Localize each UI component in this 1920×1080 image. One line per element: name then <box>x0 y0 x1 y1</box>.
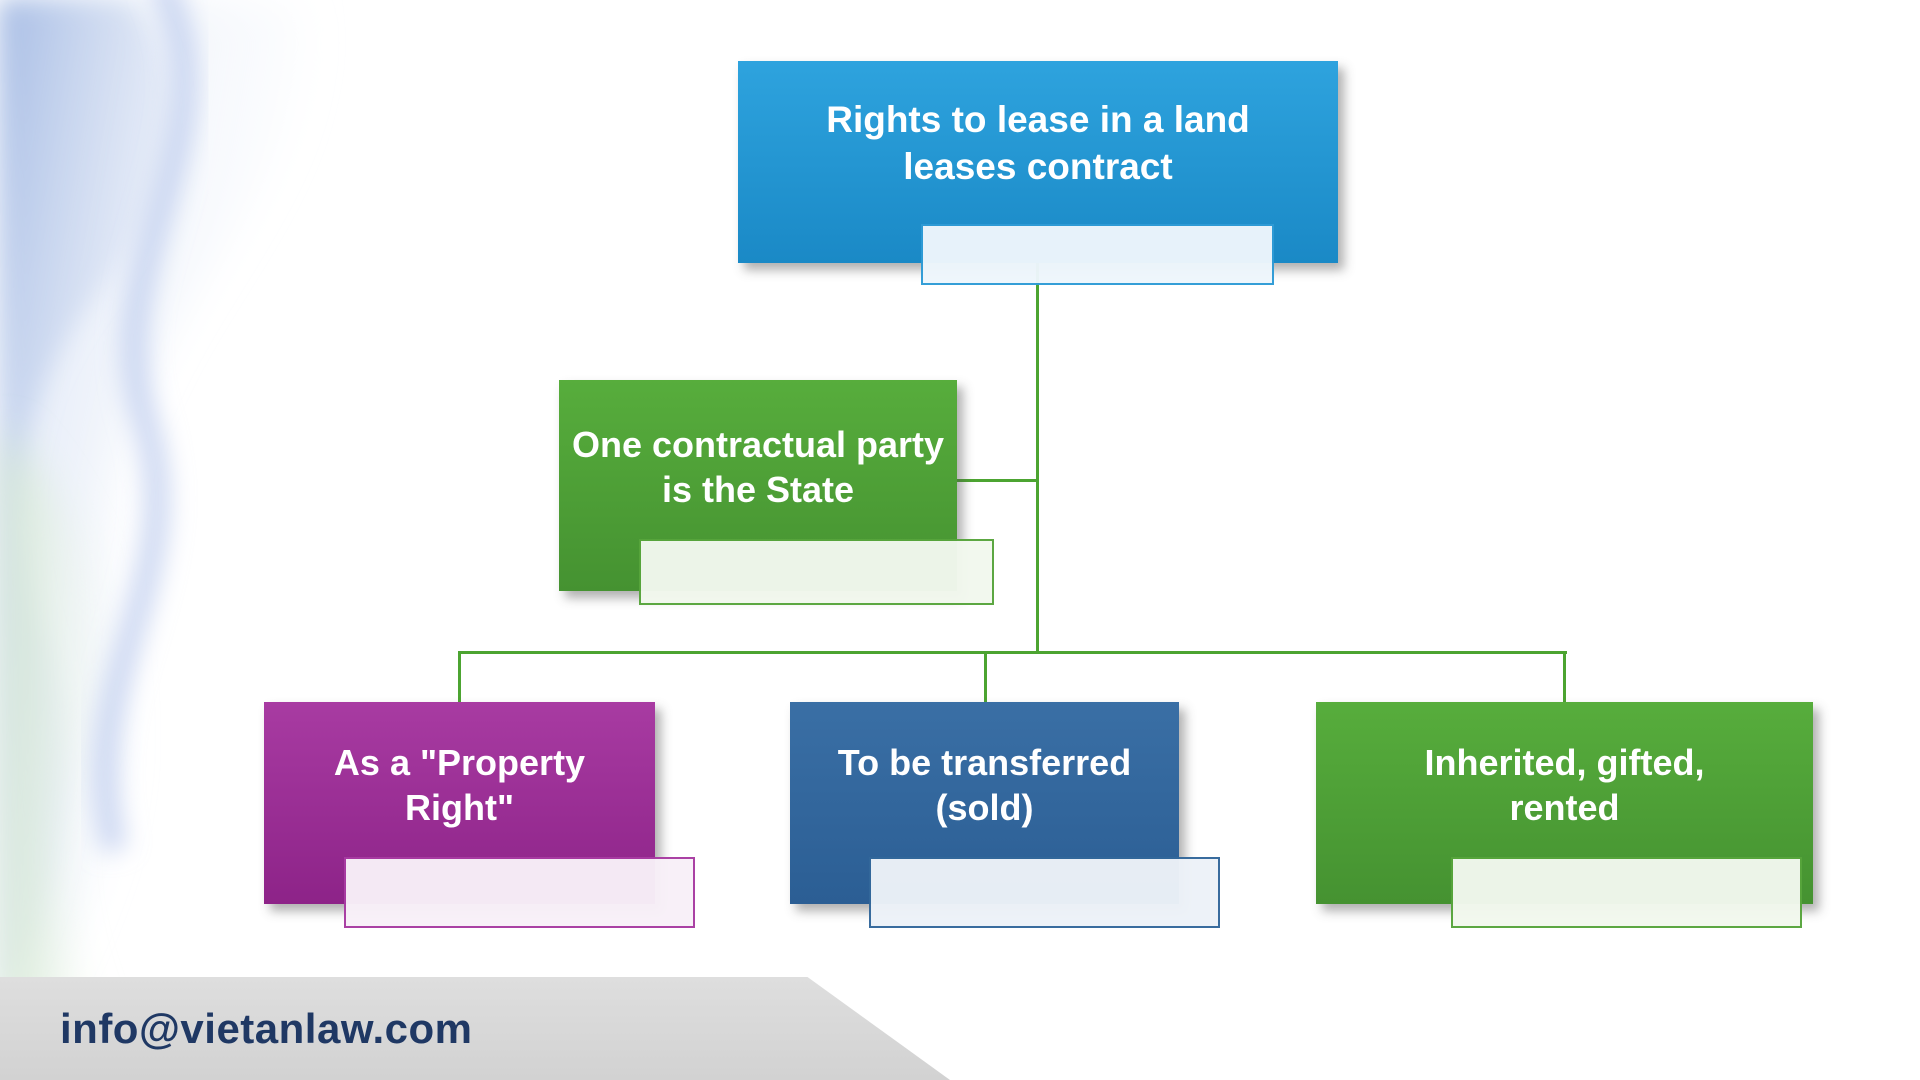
root-node-subpanel <box>921 224 1274 285</box>
connector-drop-right <box>1563 651 1566 702</box>
transferred-node-subpanel <box>869 857 1220 928</box>
transferred-node-label: To be transferred (sold) <box>837 742 1132 829</box>
connector-state-horizontal <box>955 479 1038 482</box>
inherited-node-subpanel <box>1451 857 1802 928</box>
connector-drop-middle <box>984 651 987 702</box>
connector-root-vertical <box>1036 262 1039 654</box>
property-right-node-label: As a "Property Right" <box>333 742 586 829</box>
state-party-node: One contractual party is the State <box>559 380 957 591</box>
state-party-node-subpanel <box>639 539 994 605</box>
state-party-node-label: One contractual party is the State <box>571 424 945 511</box>
footer-banner: info@vietanlaw.com <box>0 977 950 1080</box>
connector-branch-horizontal <box>459 651 1567 654</box>
contact-email: info@vietanlaw.com <box>60 1004 473 1052</box>
inherited-node-label: Inherited, gifted, rented <box>1424 742 1705 829</box>
property-right-node-subpanel <box>344 857 695 928</box>
root-node-label: Rights to lease in a land leases contrac… <box>826 99 1250 187</box>
connector-drop-left <box>458 651 461 702</box>
